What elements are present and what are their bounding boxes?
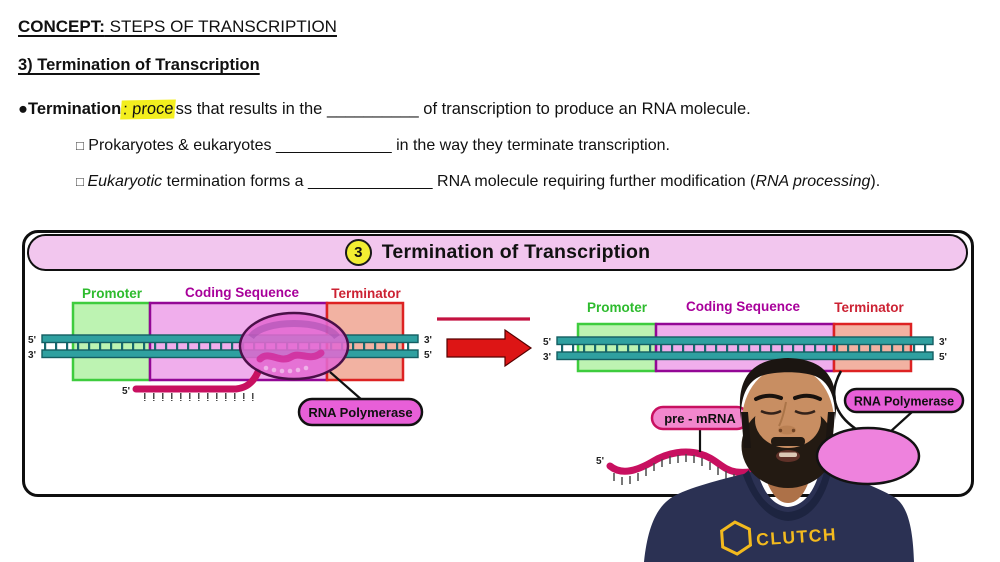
hair bbox=[739, 358, 837, 420]
section-heading: 3) Termination of Transcription bbox=[18, 56, 260, 74]
rna-processing-italic: RNA processing bbox=[755, 173, 871, 190]
rna-polymerase-pill bbox=[843, 387, 965, 414]
eyebrows bbox=[754, 393, 783, 401]
concept-label: CONCEPT: bbox=[18, 17, 105, 36]
pre-mrna-strand bbox=[606, 448, 762, 476]
subpoint-prokaryotes-text: Prokaryotes & eukaryotes _____________ i… bbox=[83, 137, 670, 154]
subpoint-prokaryotes: □ Prokaryotes & eukaryotes _____________… bbox=[76, 137, 670, 155]
dna-top-strand bbox=[41, 334, 419, 344]
nascent-rna-strand bbox=[132, 368, 262, 393]
right-arrow-icon bbox=[446, 328, 533, 368]
detach-path-line bbox=[832, 370, 857, 431]
rna-polymerase-blob bbox=[238, 311, 350, 381]
figure-title-banner: 3 Termination of Transcription bbox=[27, 234, 968, 271]
nose bbox=[778, 401, 787, 427]
rna-end-label: 5' bbox=[122, 386, 130, 397]
right-gene-diagram: Promoter Coding Sequence Terminator 5' 3… bbox=[543, 299, 947, 485]
dna-end-label: 5' bbox=[28, 335, 36, 346]
dna-base-pair-rungs bbox=[559, 344, 931, 352]
dna-bottom-strand bbox=[41, 349, 419, 359]
square-bullet-icon: □ bbox=[76, 174, 88, 189]
subpoint-eukaryotic: □ Eukaryotic termination forms a _______… bbox=[76, 173, 880, 191]
rna-tick-marks bbox=[140, 393, 256, 401]
dna-end-label: 3' bbox=[424, 335, 432, 346]
terminator-label: Terminator bbox=[834, 300, 904, 315]
dna-end-label: 3' bbox=[939, 337, 947, 348]
pre-mrna-pill-label: pre - mRNA bbox=[664, 411, 736, 426]
tshirt-collar bbox=[743, 468, 831, 521]
subpoint-eukaryotic-end: ). bbox=[870, 173, 881, 190]
step-number-badge: 3 bbox=[344, 239, 372, 266]
dna-top-strand bbox=[556, 336, 934, 346]
termination-definition: ●Termination: process that results in th… bbox=[18, 99, 751, 120]
concept-title: STEPS OF TRANSCRIPTION bbox=[104, 17, 337, 36]
coding-sequence-label: Coding Sequence bbox=[686, 299, 801, 314]
instructor-head bbox=[739, 358, 837, 488]
dna-base-pair-rungs bbox=[44, 342, 416, 350]
eukaryotic-italic: Eukaryotic bbox=[87, 173, 163, 190]
rna-polymerase-pill-label: RNA Polymerase bbox=[854, 395, 954, 409]
mustache bbox=[771, 437, 805, 446]
rna-end-label: 5' bbox=[596, 456, 604, 467]
dna-end-label: 5' bbox=[543, 337, 551, 348]
coding-sequence-label: Coding Sequence bbox=[185, 285, 300, 300]
concept-heading: CONCEPT: STEPS OF TRANSCRIPTION bbox=[18, 17, 337, 37]
terminator-label: Terminator bbox=[331, 286, 401, 301]
polymerase-pointer-line bbox=[329, 371, 363, 401]
dna-end-label: 5' bbox=[424, 350, 432, 361]
figure-title: Termination of Transcription bbox=[381, 241, 651, 263]
detached-rna-polymerase-blob bbox=[815, 426, 921, 486]
dna-end-label: 3' bbox=[543, 352, 551, 363]
hexagon-logo-icon bbox=[720, 520, 753, 556]
promoter-label: Promoter bbox=[82, 286, 143, 301]
promoter-label: Promoter bbox=[587, 300, 648, 315]
square-bullet-icon: □ bbox=[76, 138, 84, 153]
rna-polymerase-pill bbox=[297, 397, 424, 427]
polymerase-pointer-line bbox=[889, 411, 913, 433]
dna-end-label: 5' bbox=[939, 352, 947, 363]
subpoint-eukaryotic-text: termination forms a ______________ RNA m… bbox=[162, 173, 756, 190]
termination-term: ●Termination bbox=[18, 100, 122, 118]
closed-eyes bbox=[760, 409, 782, 415]
termination-definition-rest: ss that results in the __________ of tra… bbox=[175, 100, 751, 118]
rna-polymerase-pill-label: RNA Polymerase bbox=[308, 405, 412, 420]
left-gene-diagram: Promoter Coding Sequence Terminator 5' 3… bbox=[28, 285, 432, 427]
dna-bottom-strand bbox=[556, 351, 934, 361]
dna-end-label: 3' bbox=[28, 350, 36, 361]
